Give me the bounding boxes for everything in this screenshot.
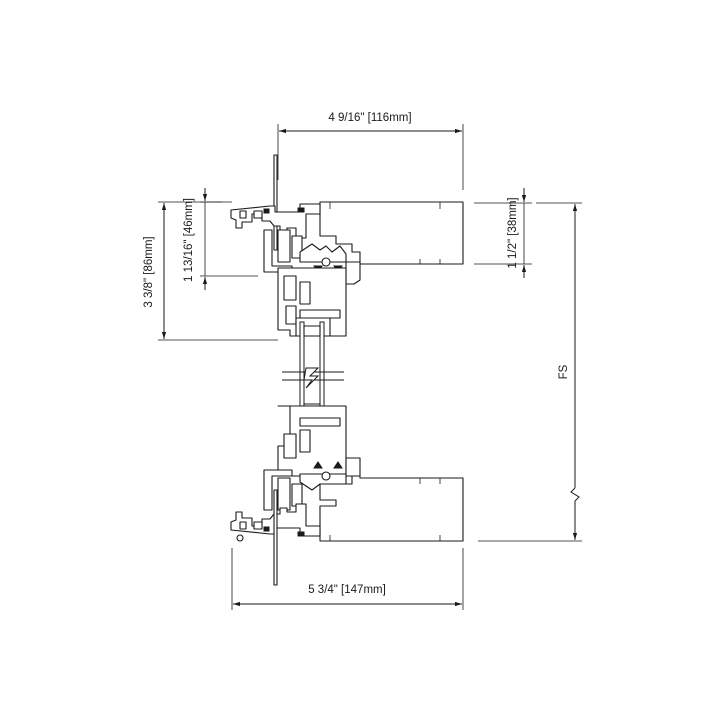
right-small-dimension: 1 1/2" [38mm] (474, 188, 532, 278)
left-inner-label: 1 13/16" [46mm] (183, 198, 195, 282)
head-frame-profile (230, 154, 464, 337)
sill-frame-profile (230, 405, 464, 586)
top-width-dimension: 4 9/16" [116mm] (277, 112, 464, 190)
bottom-width-label: 5 3/4" [147mm] (308, 584, 386, 596)
left-inner-dimension: 1 13/16" [46mm] (183, 188, 258, 290)
left-outer-label: 3 3/8" [86mm] (143, 236, 155, 307)
bottom-width-dimension: 5 3/4" [147mm] (231, 548, 464, 610)
right-fs-dimension: FS (478, 202, 582, 542)
right-small-label: 1 1/2" [38mm] (507, 197, 519, 268)
top-width-label: 4 9/16" [116mm] (328, 112, 411, 124)
left-outer-dimension: 3 3/8" [86mm] (143, 201, 278, 341)
fs-label: FS (558, 364, 570, 379)
